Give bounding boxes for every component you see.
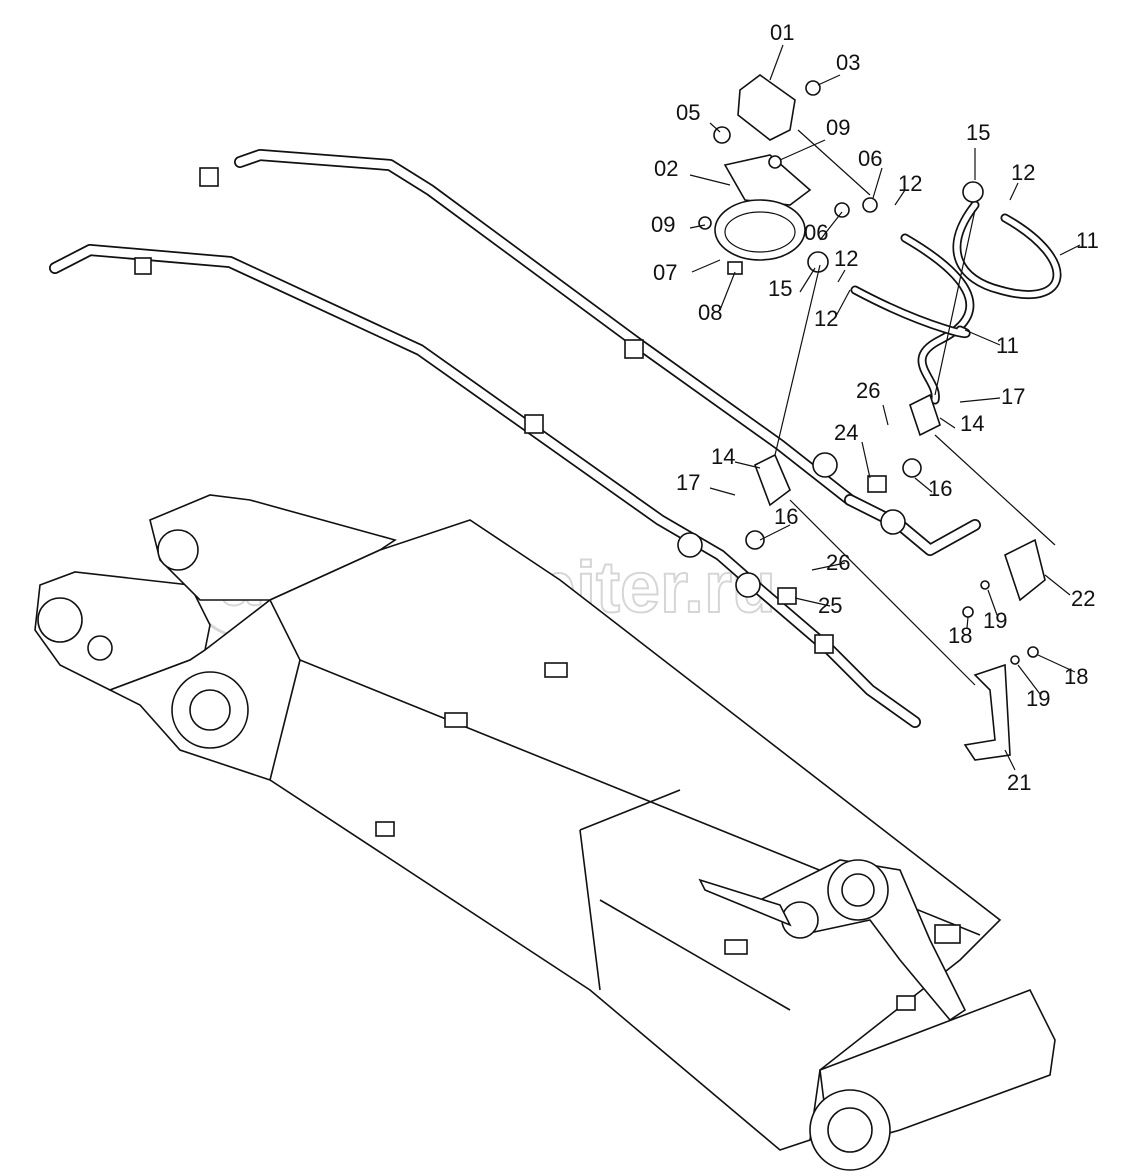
label-09: 09 [826,115,850,140]
label-11: 11 [1076,228,1099,253]
nut-18 [962,606,974,618]
pipe-clamp-5 [814,634,834,654]
label-16: 16 [928,476,952,501]
label-17: 17 [1001,384,1025,409]
bracket-21 [963,663,1011,761]
pipe-nut [677,532,703,558]
connector-16b [902,458,922,478]
label-16: 16 [774,504,798,529]
clip-pad [544,662,568,678]
bracket-02 [723,154,812,206]
label-06: 06 [858,146,882,171]
pipe-clamp-2 [134,257,152,275]
part-labels: 01 03 05 09 02 06 12 15 12 11 09 06 12 0… [651,20,1099,795]
washer-19b [1010,655,1020,665]
pipe-nut-4 [735,572,761,598]
foot-pin-hole-right [157,529,199,571]
label-24: 24 [834,420,858,445]
pipe-clamp-3 [624,339,644,359]
boom-foot-bore [189,689,231,731]
foot-pin-hole [37,597,83,643]
boom-body [108,519,1002,1151]
assembly-lines [774,129,1056,686]
label-22: 22 [1071,586,1095,611]
clamp-08 [727,261,743,275]
label-21: 21 [1007,770,1031,795]
connector-06 [862,197,878,213]
bracket-22 [1004,538,1046,602]
clip-pad-2 [444,712,468,728]
label-12: 12 [1011,160,1035,185]
label-08: 08 [698,300,722,325]
connector-06b [834,202,850,218]
nut-18b [1027,646,1039,658]
boom-nose-bore [827,1107,873,1153]
boom-seam-2 [579,829,791,1011]
label-09: 09 [651,212,675,237]
elbow-15b [807,251,829,273]
label-12: 12 [814,306,838,331]
label-15: 15 [966,120,990,145]
clamp-24 [867,475,887,493]
clip-pad-3 [724,939,748,955]
label-12: 12 [898,171,922,196]
hoses [850,200,1062,405]
pipe-nut-3 [880,509,906,535]
label-07: 07 [653,260,677,285]
bolt-09 [698,216,712,230]
foot-pin-boss [87,635,113,661]
label-19: 19 [983,608,1007,633]
label-17: 17 [676,470,700,495]
label-01: 01 [770,20,794,45]
label-05: 05 [676,100,700,125]
boom-edge [269,659,301,781]
label-14: 14 [711,444,735,469]
bolt-09-top [768,155,782,169]
label-25: 25 [818,593,842,618]
label-18: 18 [1064,664,1088,689]
boss-pad-3 [934,924,961,944]
label-15: 15 [768,276,792,301]
label-18: 18 [948,623,972,648]
pipe-clamp [199,167,219,187]
label-12: 12 [834,246,858,271]
label-02: 02 [654,156,678,181]
boom-seam [579,789,681,831]
pipe-clamp-4 [524,414,544,434]
block-14 [909,393,941,437]
connector-16 [745,530,765,550]
label-06: 06 [804,220,828,245]
label-11: 11 [996,333,1019,358]
label-26: 26 [856,378,880,403]
washer-19 [980,580,990,590]
block-14b [753,453,791,507]
bracket-rib [698,878,792,927]
pipe-nut-2 [812,452,838,478]
label-03: 03 [836,50,860,75]
valve-body-01 [737,74,796,141]
label-26: 26 [826,550,850,575]
valve-assembly [689,44,1081,771]
boss-pad-2 [896,995,916,1011]
leader-lines [689,44,1081,771]
plug-03 [805,80,821,96]
pipes [49,149,981,728]
label-14: 14 [960,411,984,436]
bracket-pin-bore [841,873,875,907]
boss-pad [375,821,395,837]
boom [34,494,1056,1171]
label-19: 19 [1026,686,1050,711]
clamp-25 [777,587,797,605]
elbow-15 [962,181,984,203]
